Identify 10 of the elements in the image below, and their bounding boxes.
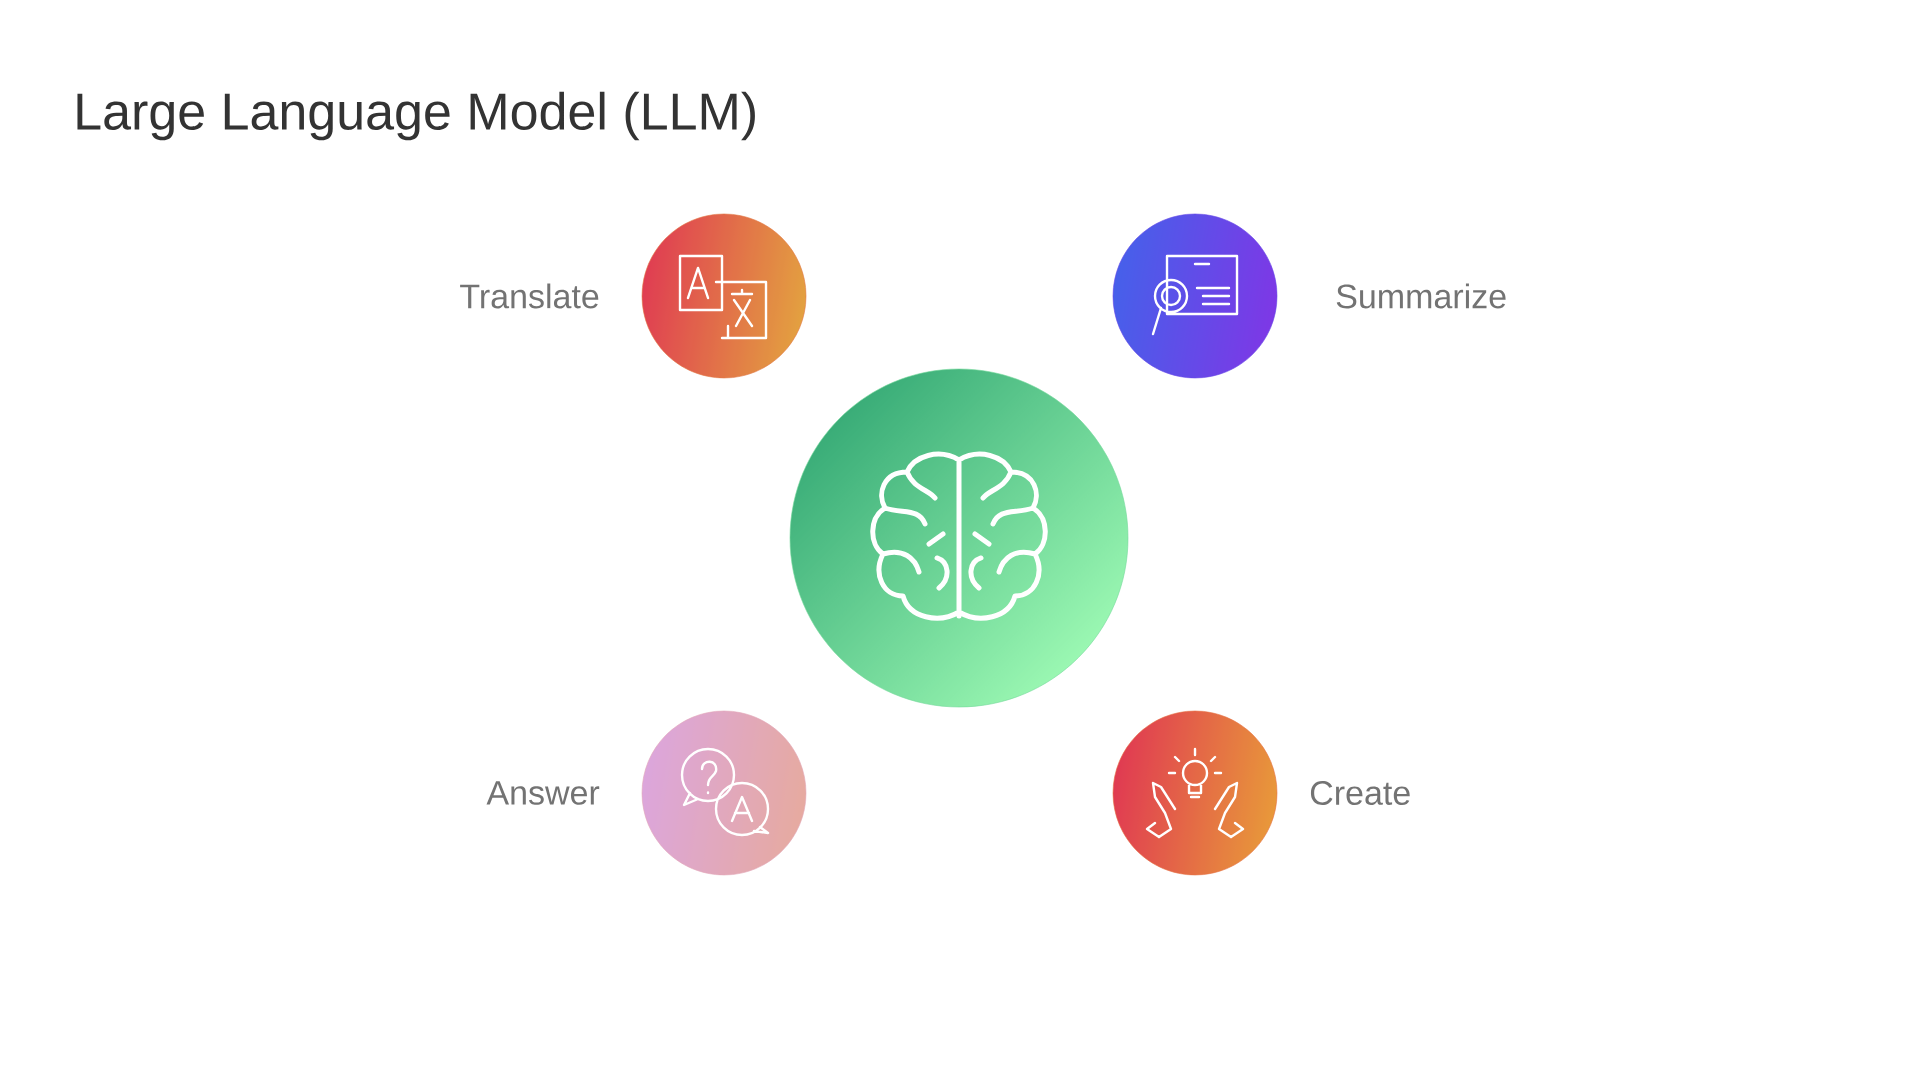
slide-title: Large Language Model (LLM): [77, 91, 755, 141]
node-label: Translate: [460, 283, 599, 309]
icon-circle: [1112, 213, 1278, 379]
icon-circle: [1112, 710, 1278, 876]
icon-circle: [641, 213, 807, 379]
icon-circle: [641, 710, 807, 876]
icon-circle: [789, 368, 1129, 708]
node-label: Create: [1310, 780, 1410, 806]
node-label: Summarize: [1336, 283, 1506, 309]
node-label: Answer: [486, 781, 600, 805]
